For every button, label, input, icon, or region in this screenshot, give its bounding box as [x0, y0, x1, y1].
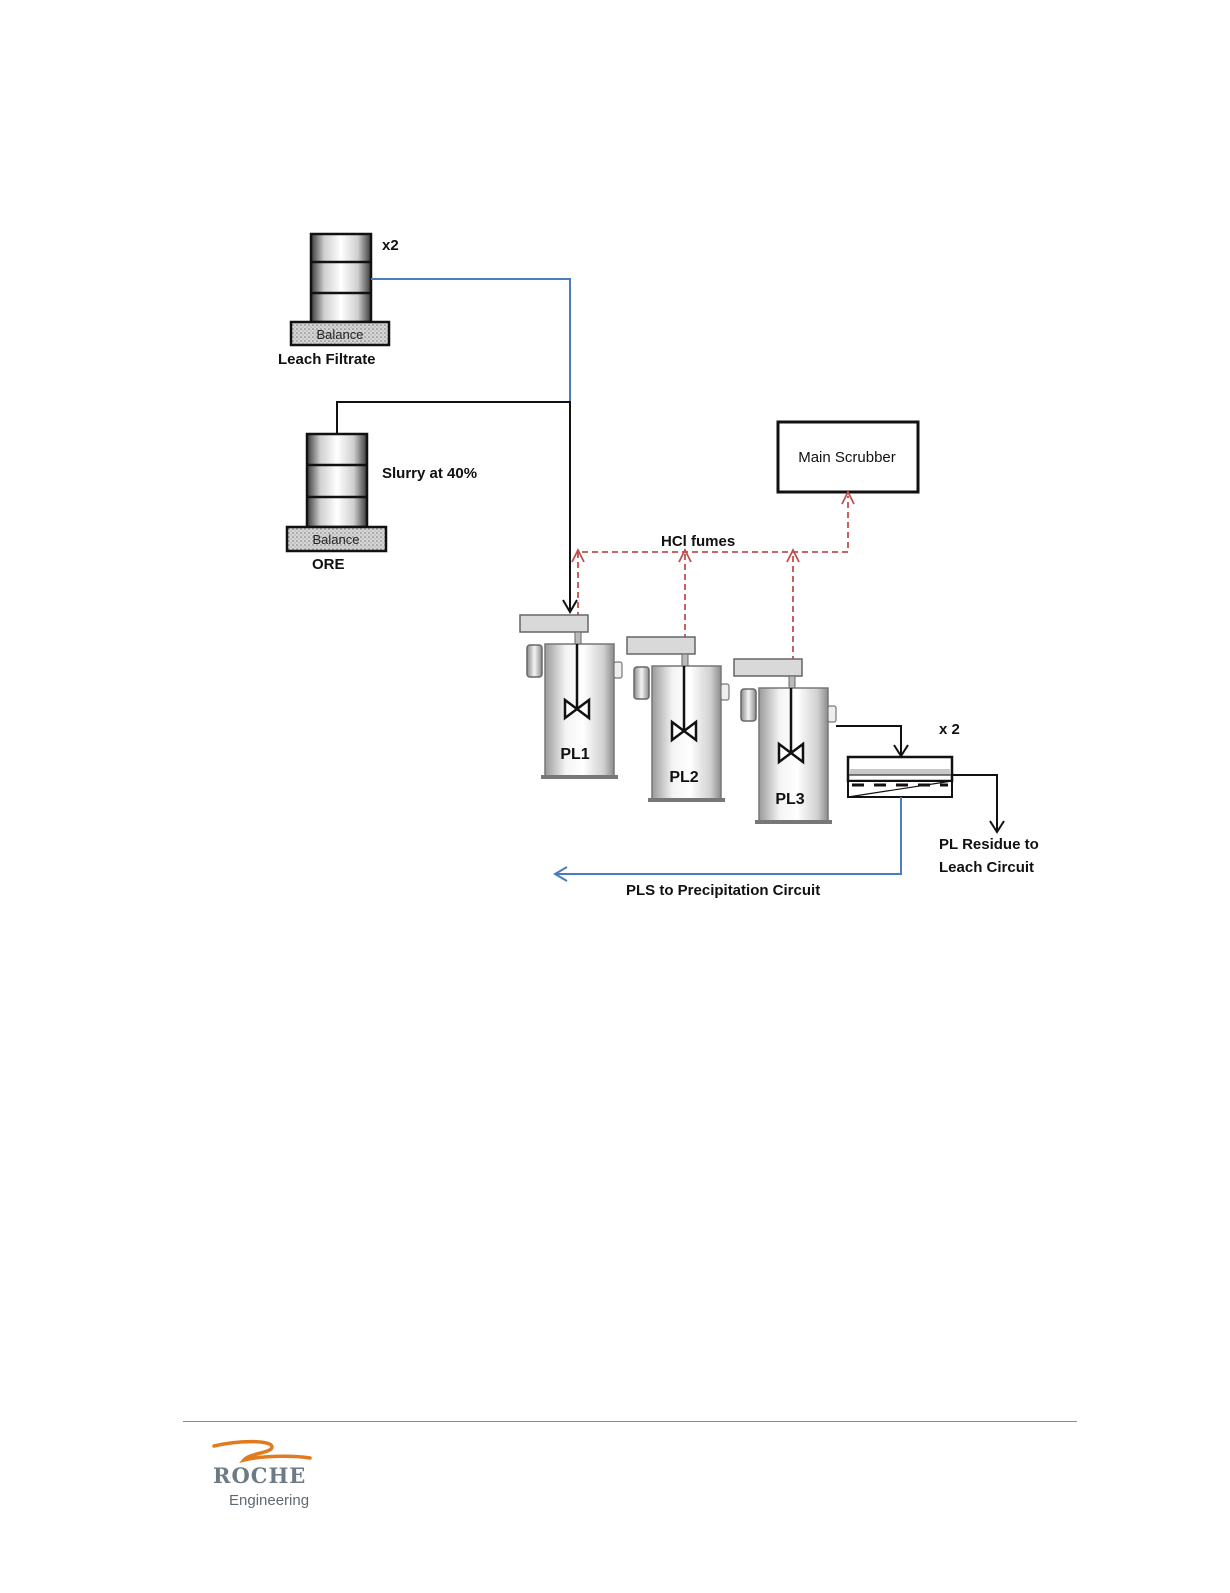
slurry-label: Slurry at 40%: [382, 465, 477, 482]
pls-label: PLS to Precipitation Circuit: [626, 882, 820, 899]
tank-pl3-label: PL3: [775, 791, 804, 808]
tank-to-filter-line: [836, 725, 902, 754]
hcl-fume-arrowheads: [571, 489, 855, 563]
slurry-arrowhead: [562, 599, 578, 614]
roche-logo-swoosh-icon: [212, 1439, 312, 1464]
footer-divider: [183, 1421, 1077, 1422]
leach-filtrate-drum: [289, 232, 391, 347]
slurry-line: [336, 401, 571, 610]
balance-label-2: Balance: [313, 532, 360, 547]
tank-pl2-label: PL2: [669, 769, 698, 786]
tank-pl1: [519, 614, 623, 779]
tank-pl1-label: PL1: [560, 746, 589, 763]
tank-pl2: [626, 636, 730, 802]
leach-filtrate-label: Leach Filtrate: [278, 351, 376, 368]
roche-logo-subtitle: Engineering: [229, 1492, 310, 1509]
leach-filtrate-count: x2: [382, 237, 399, 254]
filter-count-label: x 2: [939, 721, 960, 738]
tank-pl3: [733, 658, 837, 824]
main-scrubber-box: [776, 420, 920, 494]
leach-filtrate-line: [371, 278, 571, 404]
belt-filter: [846, 755, 954, 798]
pls-arrowhead: [553, 866, 568, 882]
ore-label: ORE: [312, 556, 345, 573]
hcl-fumes-label: HCl fumes: [661, 533, 735, 550]
residue-label-line2: Leach Circuit: [939, 859, 1034, 876]
residue-line: [952, 774, 998, 830]
residue-label-line1: PL Residue to: [939, 836, 1039, 853]
hcl-fume-lines: [577, 496, 849, 672]
residue-arrowhead: [989, 820, 1005, 834]
pls-line: [557, 797, 902, 875]
main-scrubber-label: Main Scrubber: [798, 449, 896, 466]
roche-logo-word: ROCHE: [213, 1463, 307, 1488]
balance-label-1: Balance: [317, 327, 364, 342]
ore-drum: [285, 432, 388, 553]
